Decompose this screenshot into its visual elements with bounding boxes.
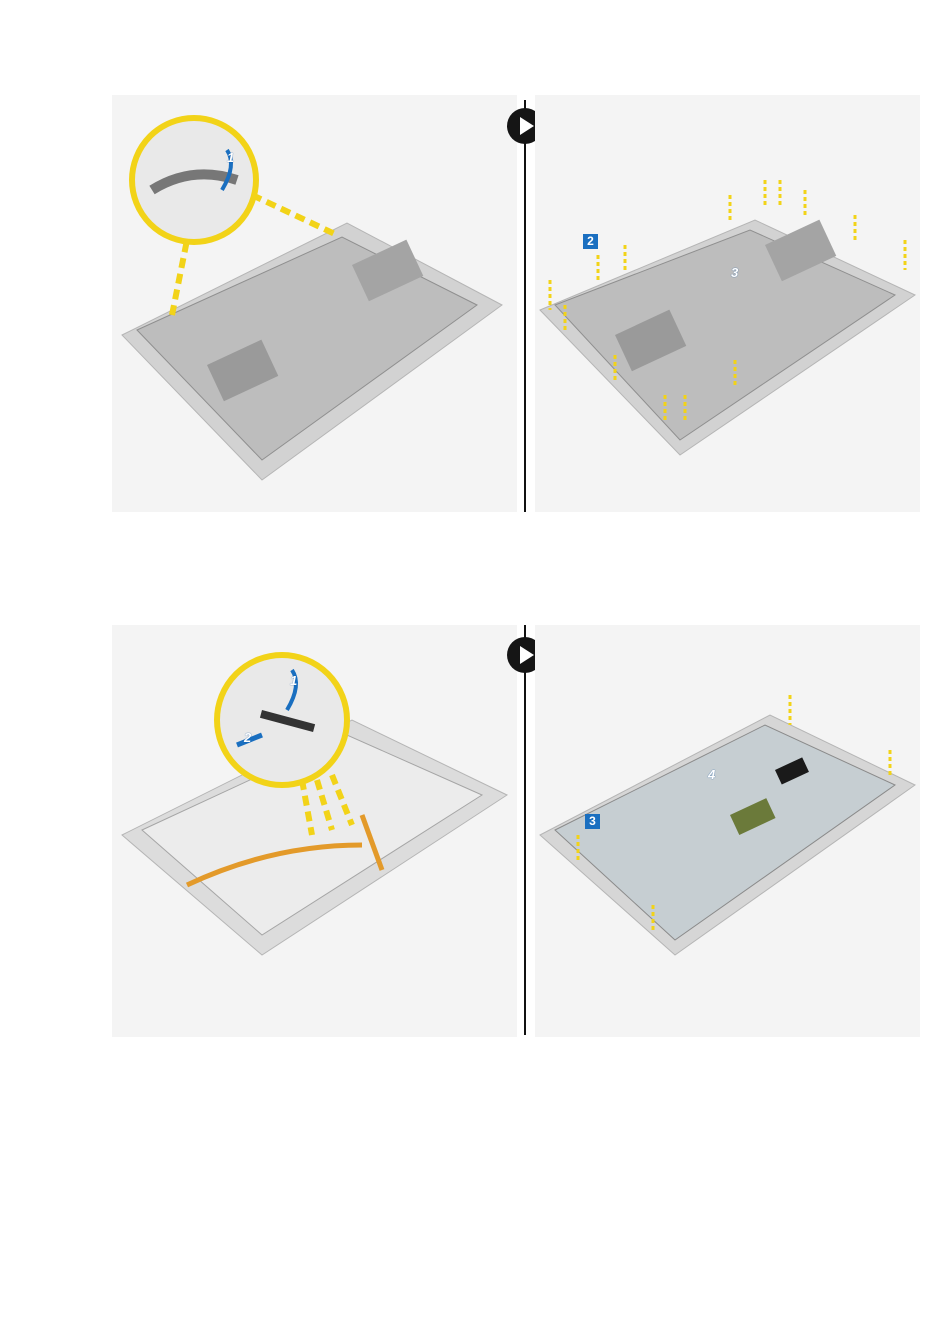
callout-4: 4 — [708, 767, 715, 782]
callout-1: 1 — [290, 673, 297, 688]
callout-2: 2 — [244, 730, 251, 745]
callout-3: 3 — [585, 814, 600, 829]
illustration-step-3: 1 2 — [112, 625, 517, 1037]
step-divider — [524, 100, 526, 512]
callout-3: 3 — [731, 265, 738, 280]
illustration-step-4: 3 4 — [535, 625, 920, 1037]
callout-1: 1 — [227, 150, 234, 165]
callout-2: 2 — [583, 234, 598, 249]
step-divider — [524, 625, 526, 1035]
illustration-step-2: 2 3 — [535, 95, 920, 512]
display-panel-illustration — [535, 625, 920, 1037]
chassis-screws-illustration — [535, 95, 920, 512]
chassis-illustration — [112, 95, 517, 512]
illustration-step-1: 1 — [112, 95, 517, 512]
panel-cables-illustration — [112, 625, 517, 1037]
